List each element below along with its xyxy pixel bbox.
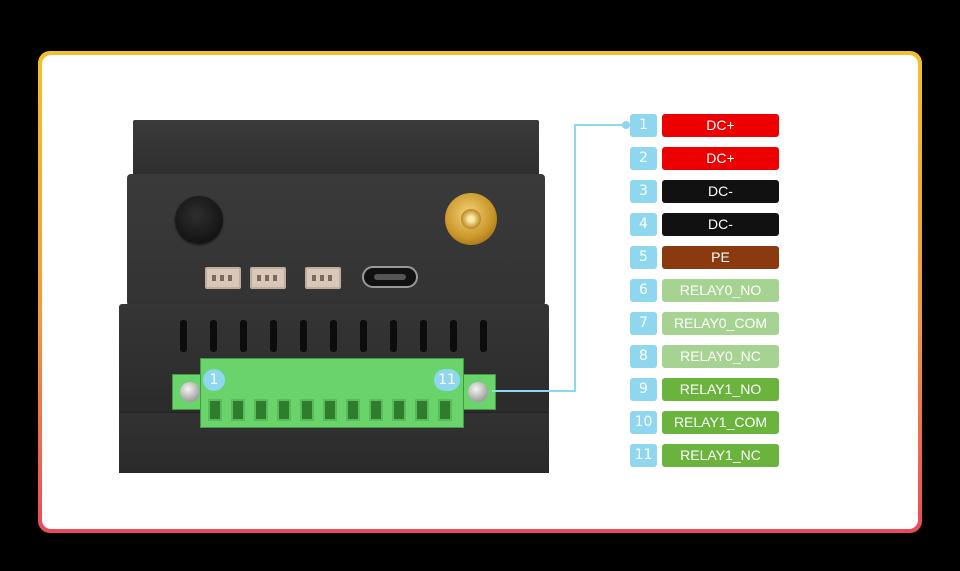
pin-number: 2: [630, 147, 657, 170]
vent-slot: [360, 320, 367, 352]
terminal-badge-first: 1: [203, 369, 225, 391]
vent-slot: [270, 320, 277, 352]
pin-number: 1: [630, 114, 657, 137]
terminal-pin: [415, 399, 429, 421]
screw-icon: [468, 382, 488, 402]
vent-slot: [420, 320, 427, 352]
vent-slot: [300, 320, 307, 352]
terminal-pin: [277, 399, 291, 421]
terminal-pin: [323, 399, 337, 421]
leader-line: [492, 121, 630, 392]
usb-c-port-icon: [362, 266, 418, 288]
pin-label: RELAY0_NO: [662, 279, 779, 302]
pin-label: DC+: [662, 147, 779, 170]
terminal-pin: [346, 399, 360, 421]
vent-slot: [450, 320, 457, 352]
pin-label: DC-: [662, 180, 779, 203]
terminal-pin: [300, 399, 314, 421]
pin-number: 6: [630, 279, 657, 302]
terminal-badge-last: 11: [434, 369, 460, 391]
terminal-pin: [438, 399, 452, 421]
pin-number: 3: [630, 180, 657, 203]
jst-connector-1: [205, 267, 241, 289]
terminal-pin: [369, 399, 383, 421]
pin-label: RELAY0_NC: [662, 345, 779, 368]
terminal-pin: [254, 399, 268, 421]
pin-number: 9: [630, 378, 657, 401]
vent-slot: [390, 320, 397, 352]
vent-slot: [240, 320, 247, 352]
vent-slot: [210, 320, 217, 352]
vent-slot: [330, 320, 337, 352]
jst-connector-2: [250, 267, 286, 289]
pin-label: DC+: [662, 114, 779, 137]
terminal-pin: [208, 399, 222, 421]
pin-label: RELAY1_NO: [662, 378, 779, 401]
pin-label: RELAY0_COM: [662, 312, 779, 335]
terminal-block: [200, 358, 464, 428]
terminal-pin: [392, 399, 406, 421]
terminal-mount-right: [460, 374, 496, 410]
pin-number: 5: [630, 246, 657, 269]
pin-label: DC-: [662, 213, 779, 236]
pin-label: PE: [662, 246, 779, 269]
pin-number: 7: [630, 312, 657, 335]
terminal-pin: [231, 399, 245, 421]
pin-label: RELAY1_COM: [662, 411, 779, 434]
pin-number: 11: [630, 444, 657, 467]
vent-slot: [180, 320, 187, 352]
jst-connector-3: [305, 267, 341, 289]
vent-slot: [480, 320, 487, 352]
pin-number: 8: [630, 345, 657, 368]
round-button-icon: [175, 196, 223, 244]
device-top-housing: [133, 120, 539, 176]
pin-label: RELAY1_NC: [662, 444, 779, 467]
screw-icon: [180, 382, 200, 402]
antenna-connector-icon: [445, 193, 497, 245]
pin-number: 10: [630, 411, 657, 434]
pin-number: 4: [630, 213, 657, 236]
